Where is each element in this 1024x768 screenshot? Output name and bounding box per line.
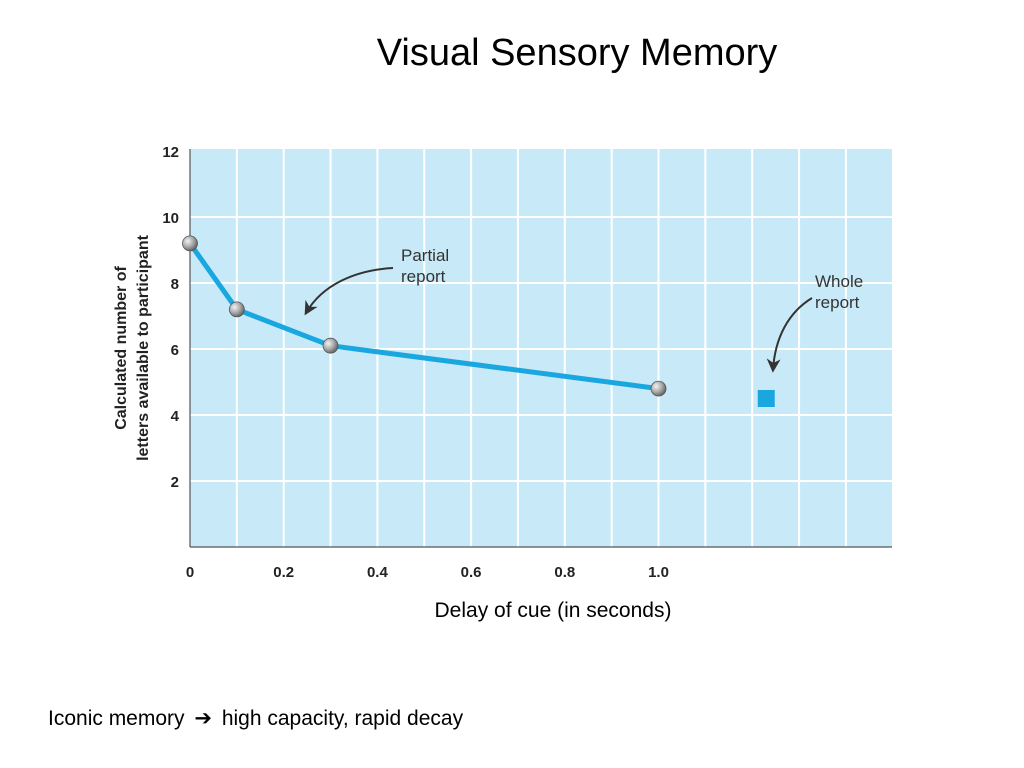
x-tick-label: 0.6 [461,564,482,581]
y-tick-label: 8 [171,276,179,293]
x-tick-label: 0.8 [554,564,575,581]
whole-report-annotation-line: Whole [815,272,863,291]
whole-report-annotation: Whole report [815,272,863,312]
whole-report-annotation-line: report [815,293,860,312]
right-arrow-icon: ➔ [194,706,212,730]
partial-report-point [182,235,198,252]
y-tick-label: 4 [171,408,180,425]
series [182,235,775,407]
caption-text-start: Iconic memory [48,707,185,730]
y-tick-label: 10 [162,210,179,227]
x-tick-label: 0.2 [273,564,294,581]
partial-report-annotation-line: Partial [401,246,449,265]
partial-report-annotation-line: report [401,267,446,286]
x-tick-label: 0 [186,564,194,581]
axes [189,149,892,548]
partial-report-line [187,240,661,392]
whole-report-point [757,390,775,407]
partial-report-annotation: Partial report [401,246,449,286]
partial-report-point [650,380,667,397]
slide-title: Visual Sensory Memory [376,32,778,74]
x-axis-title: Delay of cue (in seconds) [435,599,672,622]
x-tick-labels: 0 0.2 0.4 0.6 0.8 1.0 [186,564,669,581]
x-tick-label: 1.0 [648,564,669,581]
y-tick-label: 12 [162,144,179,161]
y-tick-label: 2 [171,474,179,491]
grid [190,149,892,547]
y-tick-label: 6 [171,342,179,359]
partial-report-point [228,301,245,318]
y-tick-labels: 2 4 6 8 10 12 [162,144,179,491]
partial-report-point [322,337,339,354]
annotations: Partial report Whole report [304,246,863,373]
partial-report-arrow [304,267,394,316]
whole-report-arrow [766,297,813,373]
caption-text-end: high capacity, rapid decay [221,707,464,730]
y-axis-title-line-1: Calculated number of [113,266,130,430]
x-tick-label: 0.4 [367,564,389,581]
caption: Iconic memory ➔ high capacity, rapid dec… [48,706,463,731]
y-axis-title-line-2: letters available to participant [135,234,152,461]
